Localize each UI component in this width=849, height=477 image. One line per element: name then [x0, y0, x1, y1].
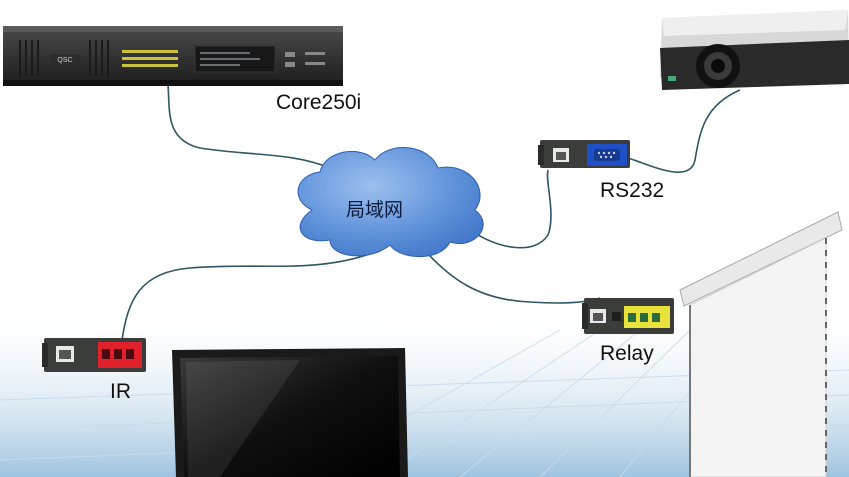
ir-module: [42, 338, 146, 372]
relay-module: [582, 298, 674, 334]
cable-core-to-lan: [167, 84, 331, 169]
cable-lan-to-rs232: [469, 169, 552, 249]
cable-lan-to-relay: [419, 244, 601, 304]
core250i-device: QSC: [3, 26, 343, 86]
lan-label: 局域网: [346, 199, 404, 221]
qsc-logo: QSC: [57, 57, 72, 64]
tv-device: [172, 348, 408, 477]
projection-screen: [679, 211, 843, 477]
relay-label: Relay: [600, 342, 654, 365]
rs232-label: RS232: [600, 179, 665, 202]
lan-cloud: [297, 147, 484, 258]
rs232-module: [538, 140, 630, 168]
cable-lan-to-ir: [121, 249, 381, 341]
cables: [121, 84, 741, 341]
projector-device: [660, 10, 849, 90]
core250i-label: Core250i: [276, 91, 362, 114]
cable-rs232-to-projector: [627, 89, 741, 173]
ir-label: IR: [110, 380, 131, 403]
